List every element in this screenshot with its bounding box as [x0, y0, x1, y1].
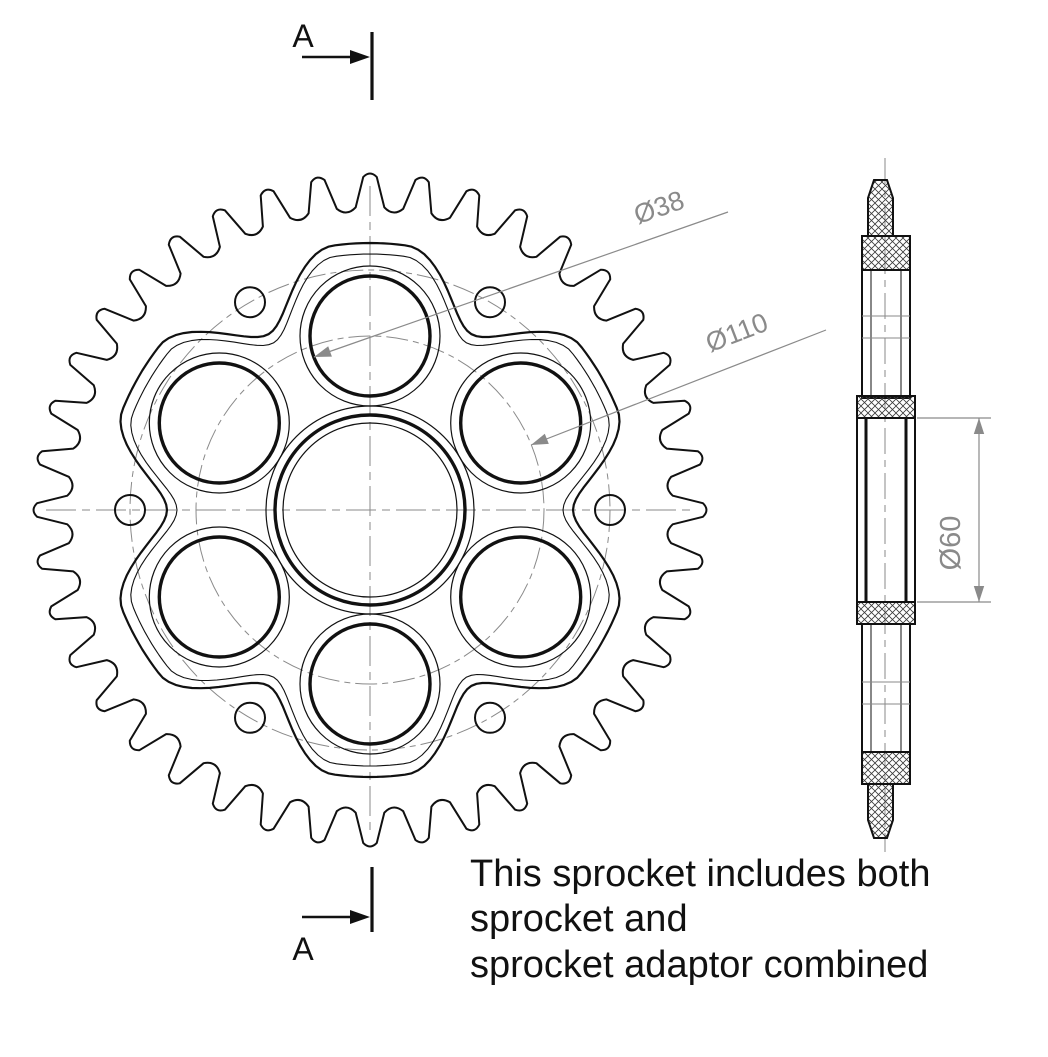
pilot-hole	[474, 701, 506, 734]
joint-section-bottom	[861, 751, 911, 785]
caption-line-1: This sprocket includes both	[470, 853, 930, 895]
caption: This sprocket includes both sprocket and…	[470, 853, 930, 986]
leader-arrowhead-bolt-circle	[531, 433, 549, 445]
tooth-section-top	[867, 179, 894, 237]
carrier-outline-outer	[119, 241, 621, 779]
bolt-hole	[157, 535, 282, 659]
bolt-hole	[308, 274, 432, 398]
bolt-hole	[459, 535, 583, 659]
pilot-circle-centerline	[129, 269, 611, 751]
hub-section-bottom	[856, 601, 916, 625]
pilot-hole	[114, 494, 146, 526]
section-markers	[302, 32, 374, 932]
dim-arrowhead-bore-bottom	[973, 586, 985, 602]
plate-section-top	[861, 269, 911, 399]
sprocket-teeth-outline	[32, 172, 708, 848]
section-label-bottom: A	[292, 931, 314, 967]
section-arrowhead-bottom	[350, 910, 370, 924]
front-view	[32, 172, 708, 848]
section-label-top: A	[292, 18, 314, 54]
caption-line-3: sprocket adaptor combined	[470, 944, 928, 986]
section-arrowhead-top	[350, 50, 370, 64]
bolt-hole	[157, 361, 282, 485]
tooth-section-bottom	[867, 783, 894, 839]
bolt-circle-centerline	[195, 335, 545, 685]
caption-line-2: sprocket and	[470, 898, 688, 940]
bolt-hole	[459, 361, 583, 485]
dim-bolt-circle-label: Ø110	[702, 307, 773, 358]
pilot-hole	[234, 701, 266, 734]
dimension-lines	[313, 211, 991, 603]
leader-arrowhead-hole	[314, 346, 332, 357]
side-view-section	[856, 158, 916, 852]
bolt-hole-counterbore	[450, 352, 592, 494]
bolt-hole-counterbore	[148, 526, 290, 668]
dim-bore-label: Ø60	[935, 516, 967, 571]
dim-hole-diameter-label: Ø38	[630, 185, 688, 230]
pilot-hole	[594, 494, 626, 526]
center-bore	[273, 413, 467, 607]
hub-section-top	[856, 395, 916, 419]
bolt-hole-counterbore	[450, 526, 592, 668]
bolt-hole	[308, 622, 432, 746]
dim-arrowhead-bore-top	[973, 418, 985, 434]
leader-line-bolt-circle	[530, 329, 827, 446]
joint-section-top	[861, 235, 911, 271]
carrier-outline-inner	[130, 253, 610, 767]
plate-section-bottom	[861, 623, 911, 753]
pilot-hole	[474, 286, 506, 319]
center-bore-inner	[282, 422, 458, 598]
leader-line-hole-diameter	[313, 211, 729, 358]
pilot-hole	[234, 286, 266, 319]
center-bore-chamfer	[265, 405, 475, 615]
bolt-hole-counterbore	[148, 352, 290, 494]
